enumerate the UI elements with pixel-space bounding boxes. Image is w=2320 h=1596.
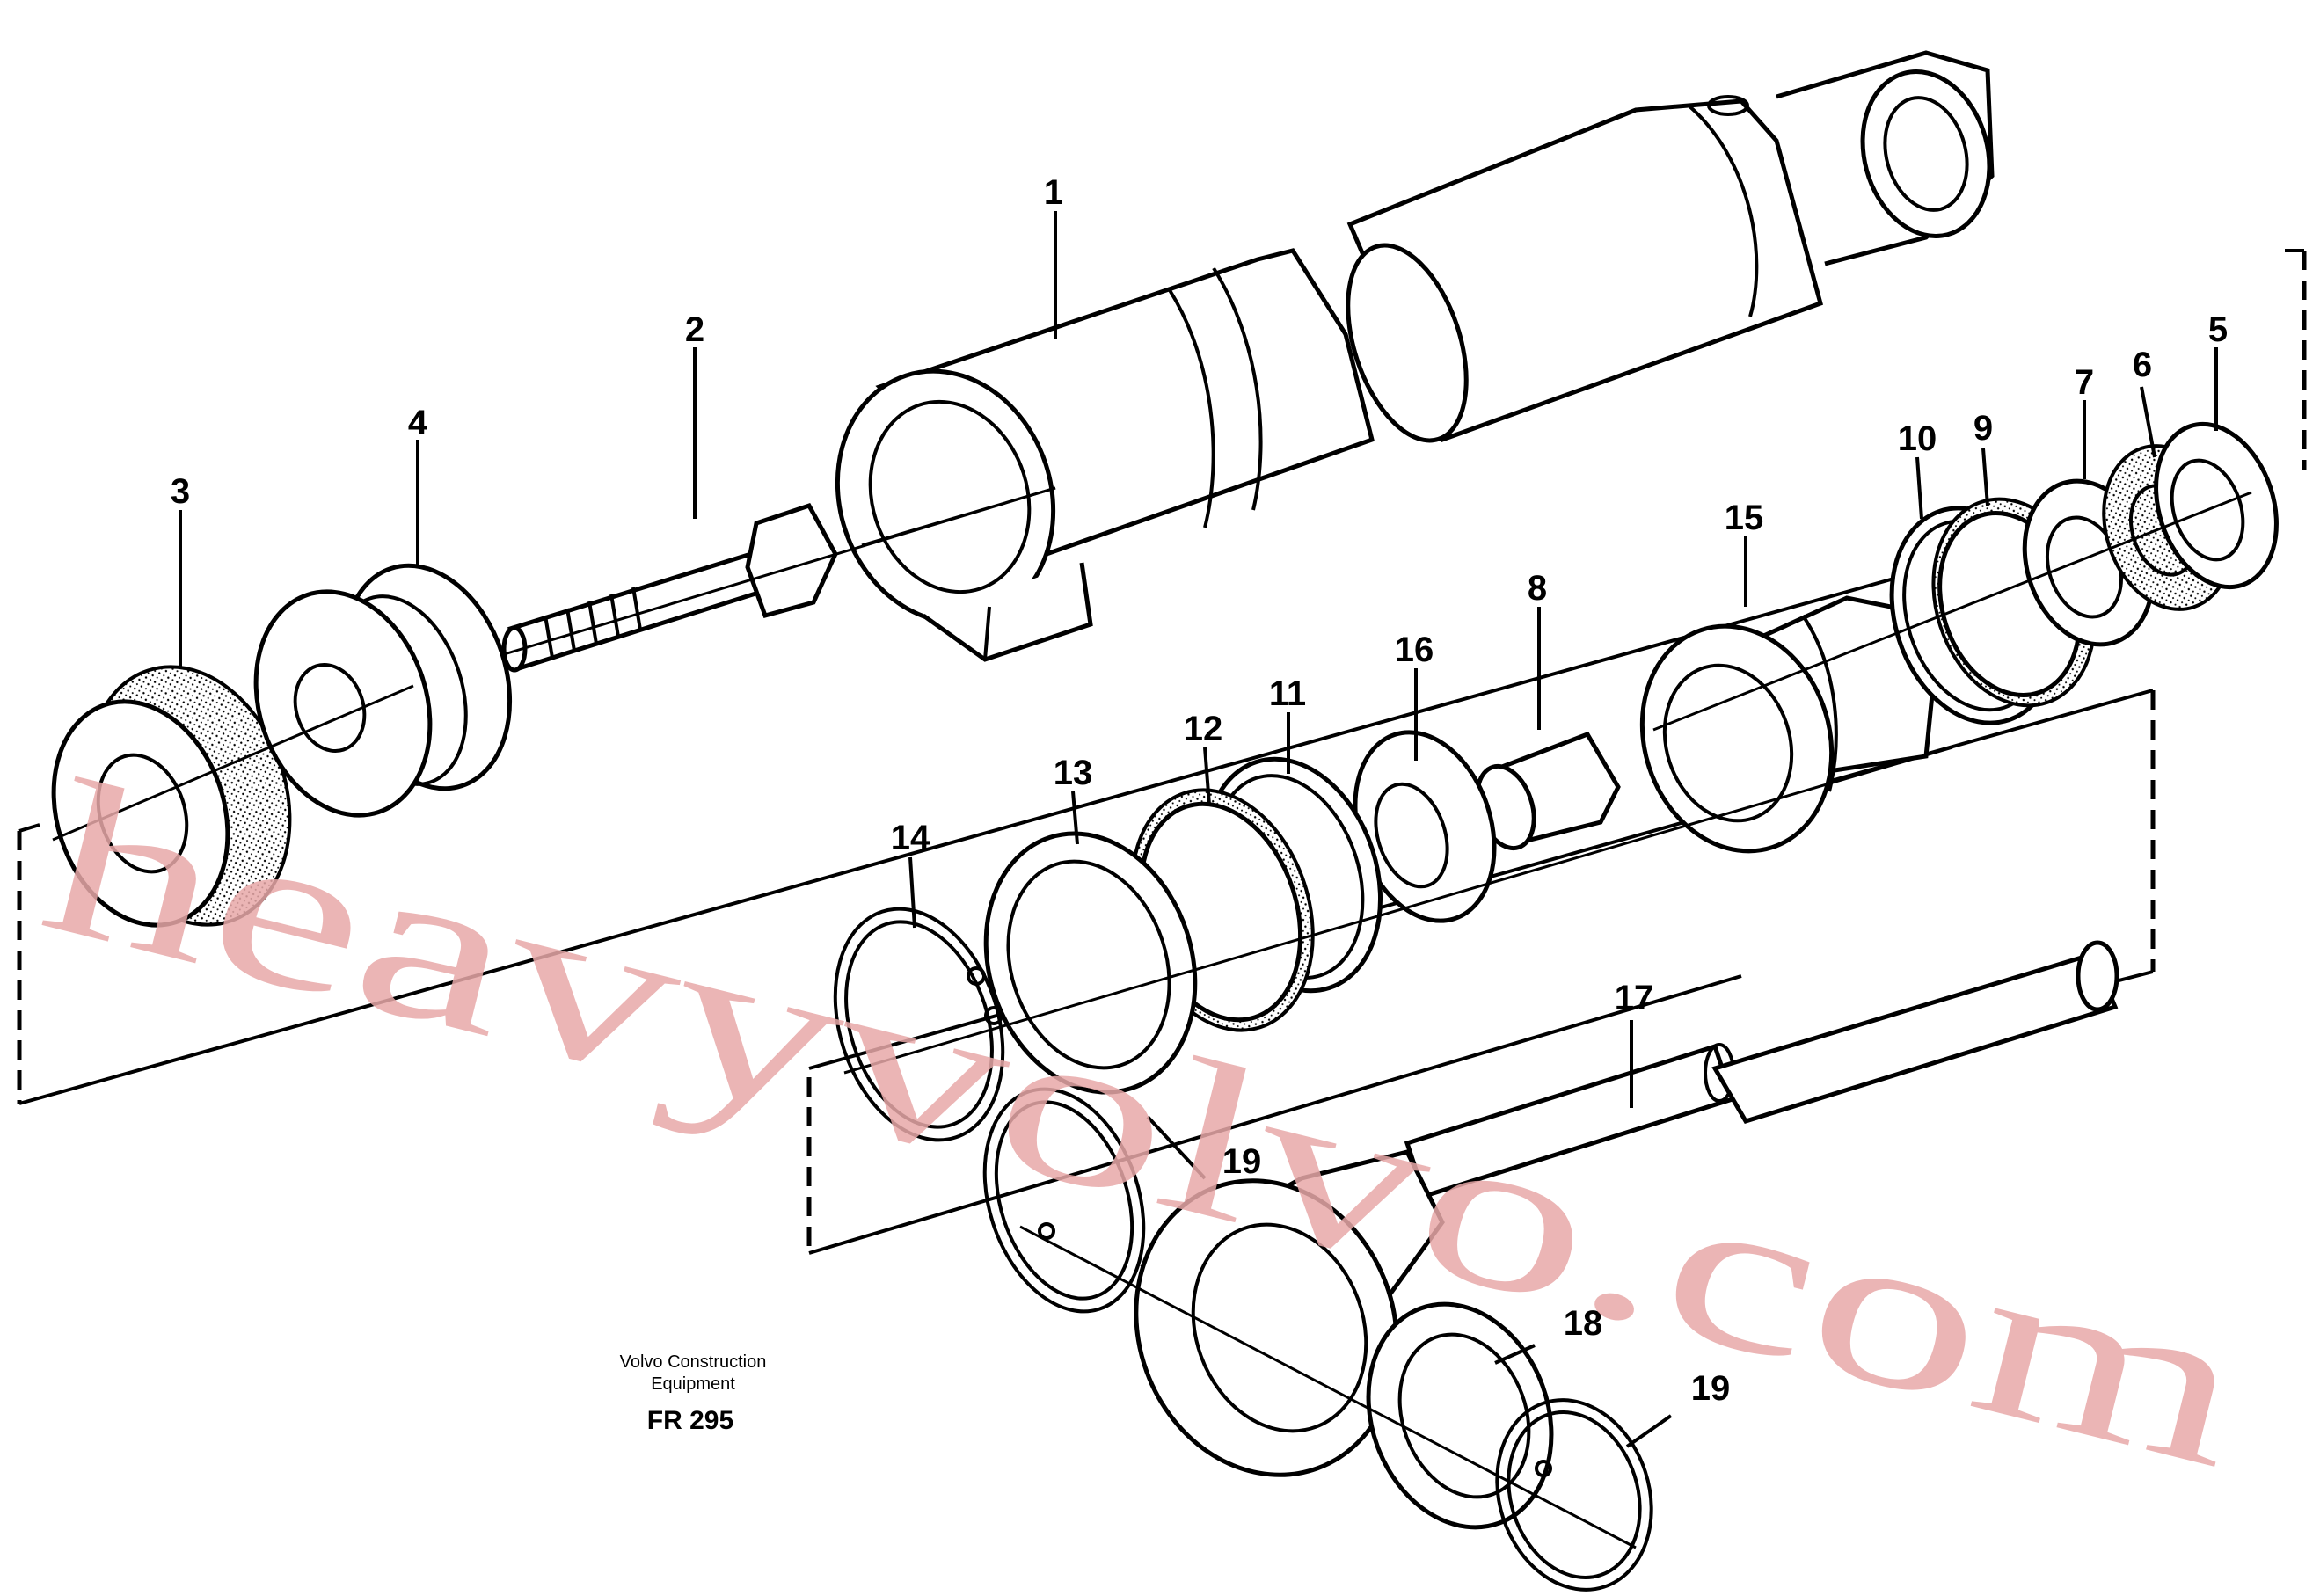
axis-line-lower <box>843 746 1953 1075</box>
part-label-6: 6 <box>2133 346 2152 384</box>
part-labels: 1 2 3 4 5 6 7 8 9 10 11 12 13 14 15 16 1… <box>171 173 2228 1408</box>
assembly-frame-upper <box>17 249 2307 1105</box>
rod-eye <box>1134 1149 1445 1477</box>
threaded-rod <box>500 486 1056 673</box>
retaining-ring-14 <box>833 907 1005 1142</box>
part-label-18: 18 <box>1564 1304 1603 1343</box>
part-label-12: 12 <box>1184 710 1223 748</box>
part-label-19-upper: 19 <box>1222 1142 1262 1181</box>
part-label-7: 7 <box>2075 363 2094 402</box>
axis-line-upper <box>1652 491 2252 732</box>
piston-ring-3 <box>51 665 292 928</box>
part-label-14: 14 <box>891 819 930 857</box>
caption-company: Volvo Construction <box>620 1352 767 1372</box>
part-label-5: 5 <box>2208 310 2228 349</box>
part-label-13: 13 <box>1054 754 1093 792</box>
part-label-9: 9 <box>1973 409 1993 448</box>
piston-rod-17 <box>1404 940 2119 1199</box>
caption-block: Volvo Construction Equipment FR 295 <box>620 1352 767 1435</box>
part-label-3: 3 <box>171 472 190 511</box>
circlip-19-right <box>1495 1398 1653 1592</box>
leader-lines <box>179 211 2218 1448</box>
part-label-17: 17 <box>1615 979 1654 1017</box>
circlip-19-left <box>982 1087 1146 1314</box>
part-label-4: 4 <box>408 404 428 442</box>
caption-equipment: Equipment <box>651 1374 735 1394</box>
part-label-8: 8 <box>1528 569 1547 608</box>
part-label-10: 10 <box>1898 419 1937 458</box>
part-label-16: 16 <box>1395 630 1434 669</box>
part-label-1: 1 <box>1044 173 1063 212</box>
cylinder-tube <box>835 50 1995 662</box>
caption-code: FR 295 <box>647 1406 733 1435</box>
part-label-15: 15 <box>1725 499 1764 537</box>
part-label-11: 11 <box>1269 674 1306 713</box>
seal-ring-13 <box>983 831 1198 1095</box>
part-label-19-lower: 19 <box>1691 1369 1731 1408</box>
axis-line-eye <box>1019 1225 1637 1549</box>
cylinder-head-15 <box>1639 595 1937 854</box>
piston-4 <box>52 563 513 842</box>
part-label-2: 2 <box>685 310 704 349</box>
